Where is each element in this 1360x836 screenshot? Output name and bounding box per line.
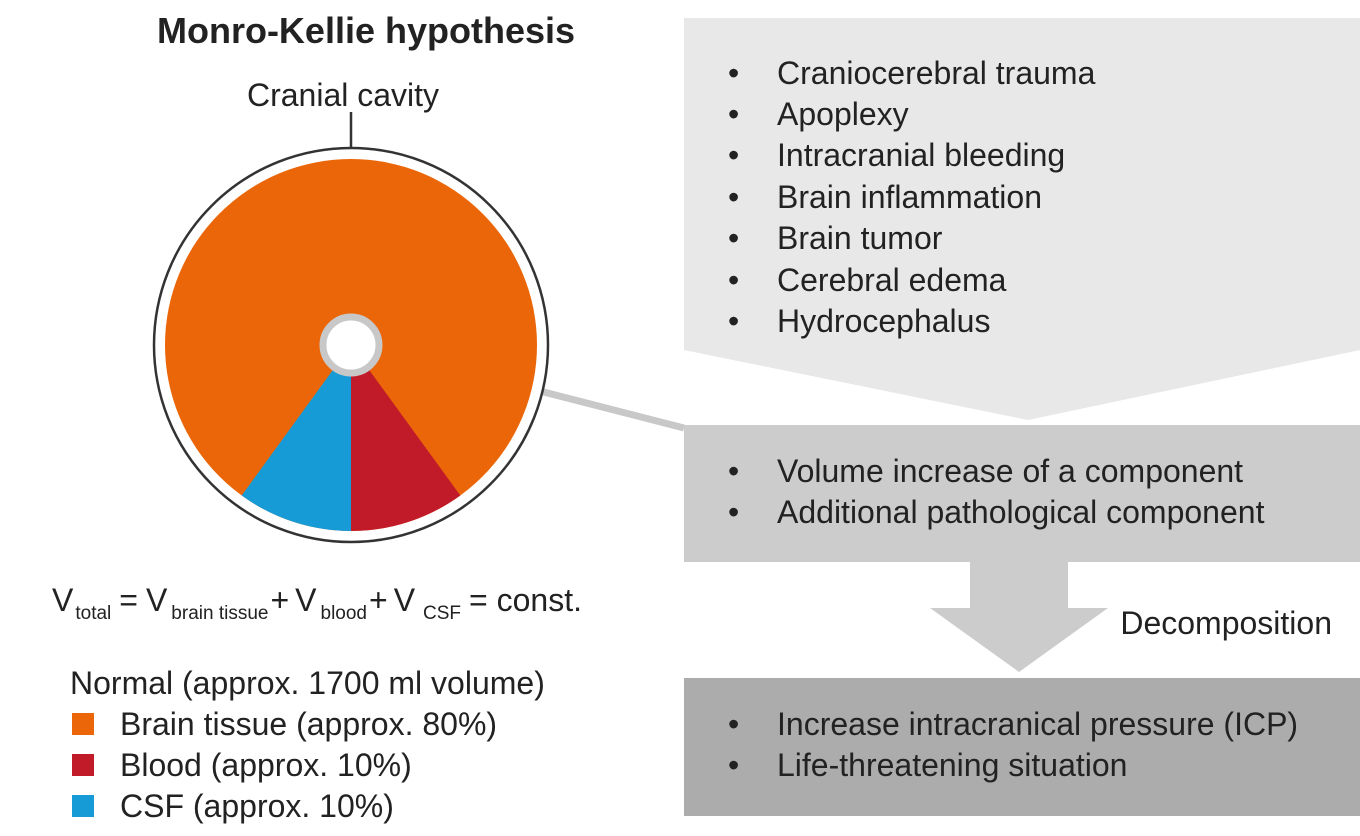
down-arrow-shape [930, 562, 1108, 672]
mechanism-list: • Volume increase of a component • Addit… [728, 453, 1265, 530]
legend-swatch-blood [72, 754, 94, 776]
legend-swatch-csf [72, 795, 94, 817]
cause-item: Brain inflammation [777, 179, 1042, 215]
outcome-box [684, 678, 1360, 816]
decomposition-label: Decomposition [1120, 605, 1332, 641]
outcome-list: • Increase intracranical pressure (ICP) … [728, 706, 1298, 783]
causes-bullet: • [728, 179, 739, 215]
diagram-title: Monro-Kellie hypothesis [157, 10, 575, 51]
cavity-label: Cranial cavity [247, 77, 439, 113]
mechanism-bullet: • [728, 453, 739, 489]
outcome-bullet: • [728, 706, 739, 742]
mechanism-box [684, 425, 1360, 562]
csf-wedge [241, 345, 351, 531]
legend: Normal (approx. 1700 ml volume) Brain ti… [70, 665, 545, 824]
blood-wedge [351, 345, 461, 531]
legend-label-brain-tissue: Brain tissue (approx. 80%) [120, 706, 497, 742]
causes-bullet: • [728, 220, 739, 256]
legend-heading: Normal (approx. 1700 ml volume) [70, 665, 545, 701]
cause-item: Brain tumor [777, 220, 943, 256]
cause-item: Apoplexy [777, 96, 909, 132]
causes-bullet: • [728, 55, 739, 91]
ventricle-circle [319, 313, 383, 377]
mechanism-item: Volume increase of a component [777, 453, 1243, 489]
outcome-item: Life-threatening situation [777, 747, 1127, 783]
causes-bullet: • [728, 262, 739, 298]
mechanism-item: Additional pathological component [777, 494, 1265, 530]
legend-swatch-brain-tissue [72, 713, 94, 735]
legend-label-blood: Blood (approx. 10%) [120, 747, 412, 783]
causes-bullet: • [728, 96, 739, 132]
causes-box [684, 18, 1360, 420]
cause-item: Intracranial bleeding [777, 137, 1065, 173]
causes-list: • Craniocerebral trauma • Apoplexy • Int… [728, 55, 1096, 339]
causes-bullet: • [728, 137, 739, 173]
cause-item: Hydrocephalus [777, 303, 990, 339]
legend-label-csf: CSF (approx. 10%) [120, 788, 394, 824]
cause-item: Cerebral edema [777, 262, 1007, 298]
cause-item: Craniocerebral trauma [777, 55, 1096, 91]
outcome-bullet: • [728, 747, 739, 783]
causes-bullet: • [728, 303, 739, 339]
outcome-item: Increase intracranical pressure (ICP) [777, 706, 1298, 742]
mechanism-bullet: • [728, 494, 739, 530]
